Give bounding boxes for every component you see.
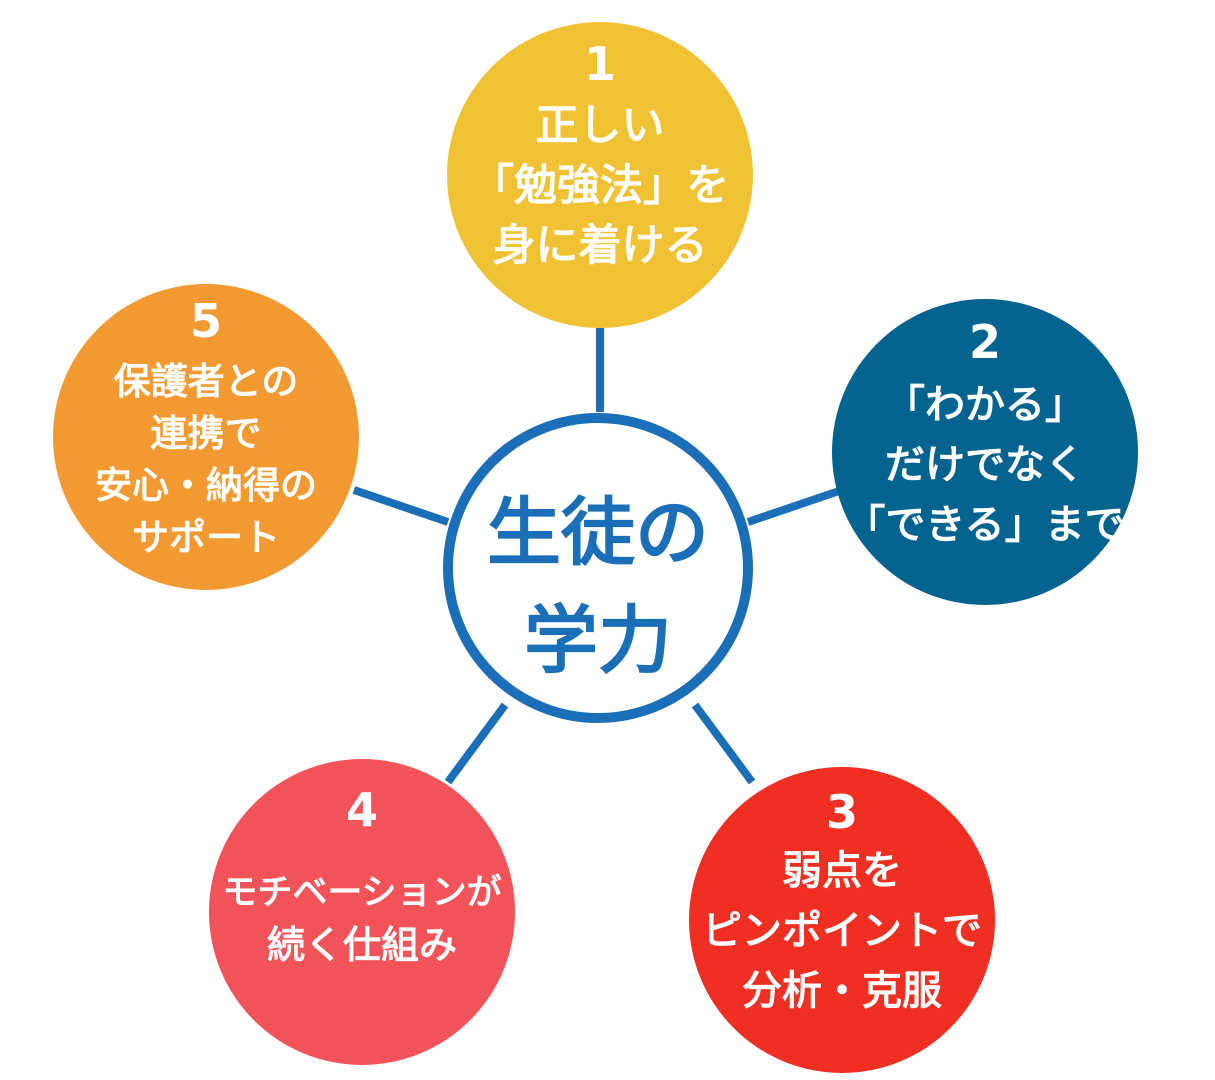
node-1-line-2: 「勉強法」を <box>471 161 729 211</box>
node-3-line-3: 分析・克服 <box>742 968 942 1014</box>
connector-3 <box>691 702 756 785</box>
node-5-number: 5 <box>190 294 222 348</box>
node-4-line-2: 続く仕組み <box>267 923 457 967</box>
node-1-line-1: 正しい <box>536 101 665 151</box>
node-1-line-3: 身に着ける <box>493 221 708 271</box>
center-title-line1: 生徒の <box>487 490 709 576</box>
center-title-line2: 学力 <box>524 598 672 684</box>
node-1-circle <box>447 22 753 328</box>
node-1: 1 正しい 「勉強法」を 身に着ける <box>447 22 753 328</box>
node-2-number: 2 <box>969 315 1001 369</box>
node-3-number: 3 <box>826 785 858 839</box>
node-3-line-2: ピンポイントで <box>702 908 982 954</box>
node-3-line-1: 弱点を <box>782 848 902 894</box>
node-2-line-2: だけでなく <box>885 442 1085 488</box>
node-4-number: 4 <box>346 783 378 837</box>
node-5-circle <box>53 284 359 590</box>
node-2-circle <box>832 299 1138 605</box>
node-5: 5 保護者との 連携で 安心・納得の サポート <box>53 284 359 590</box>
center-node: 生徒の 学力 <box>443 413 753 723</box>
node-2-line-1: 「わかる」 <box>885 382 1085 428</box>
connector-5 <box>352 486 450 526</box>
node-1-number: 1 <box>584 37 616 91</box>
node-2-line-3: 「できる」まで <box>845 502 1124 548</box>
node-4-circle <box>209 759 515 1065</box>
node-3-circle <box>689 767 995 1073</box>
node-5-line-2: 連携で <box>151 412 262 455</box>
node-3: 3 弱点を ピンポイントで 分析・克服 <box>689 767 995 1073</box>
node-5-line-1: 保護者との <box>114 360 299 403</box>
node-5-line-4: サポート <box>132 516 280 559</box>
node-2: 2 「わかる」 だけでなく 「できる」まで <box>832 299 1138 605</box>
connector-4 <box>444 702 509 785</box>
center-circle <box>443 413 753 723</box>
connector-2 <box>746 486 844 526</box>
node-4: 4 モチベーションが 続く仕組み <box>209 759 515 1065</box>
node-5-line-3: 安心・納得の <box>95 464 317 507</box>
node-4-line-1: モチベーションが <box>222 873 501 913</box>
